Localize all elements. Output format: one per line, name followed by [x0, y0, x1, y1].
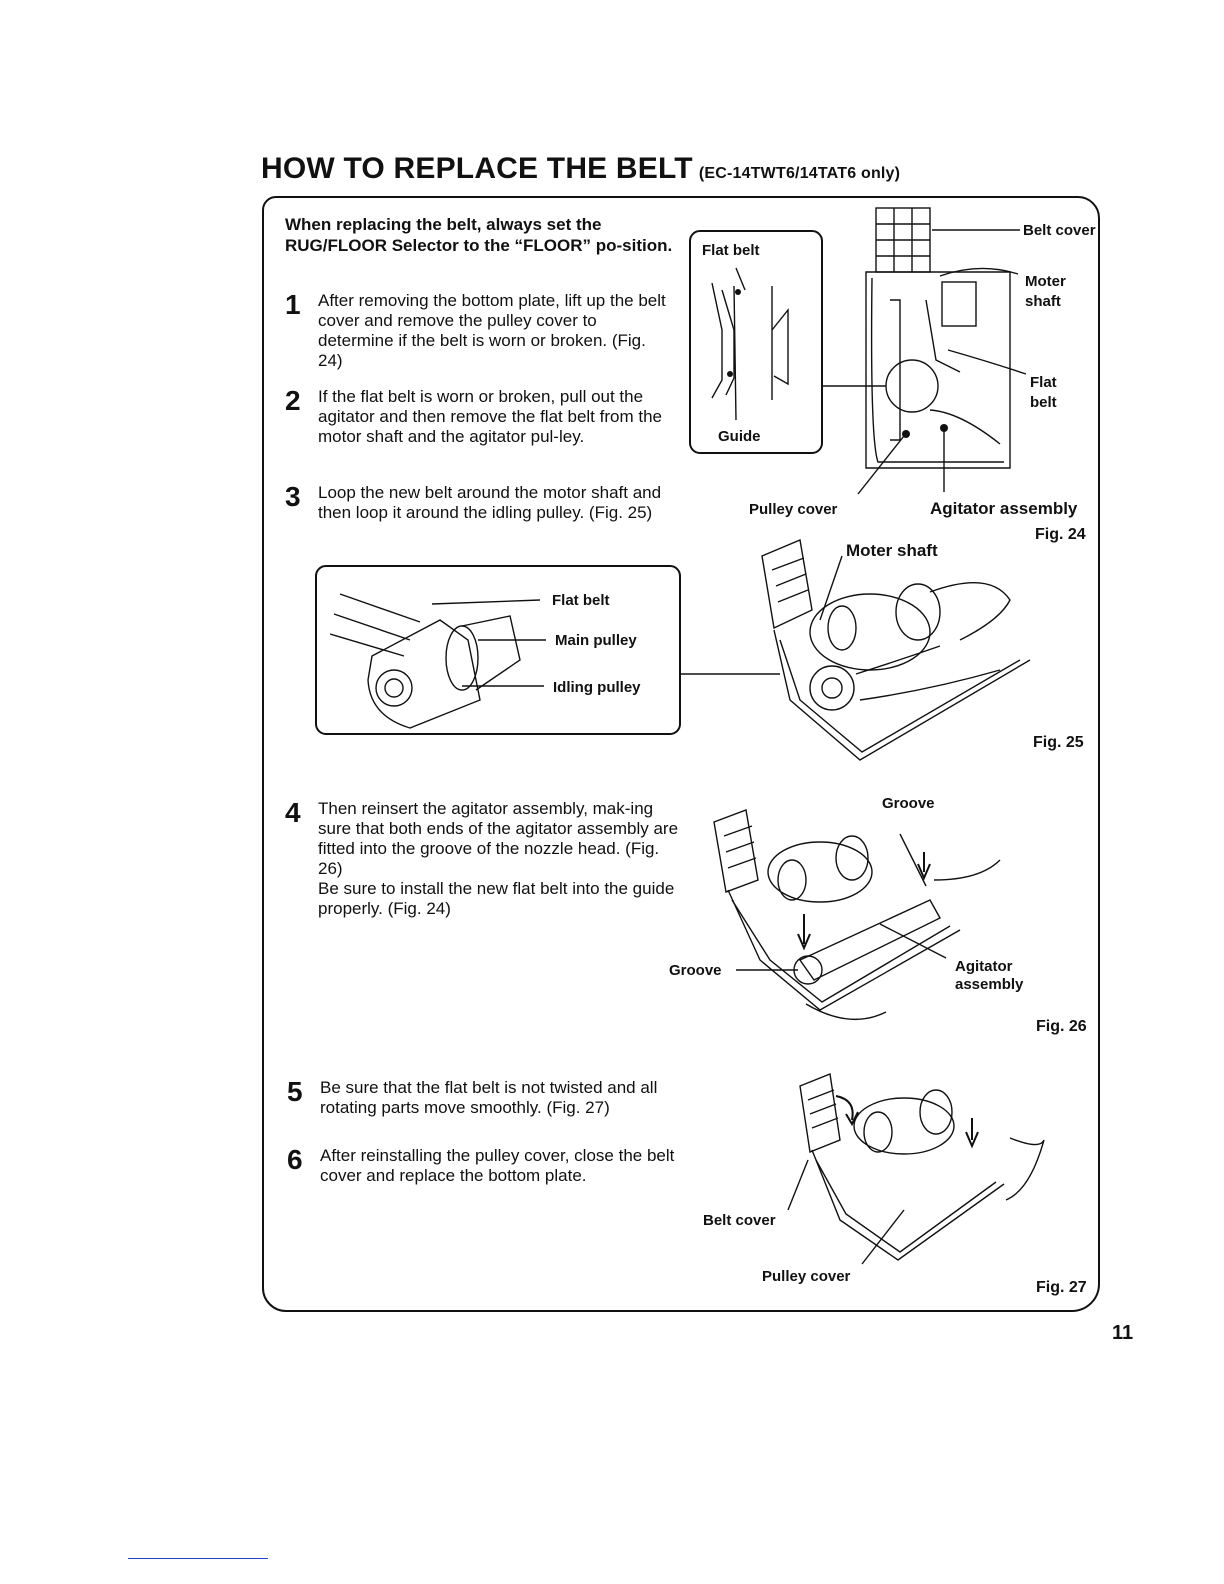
step-number: 3: [285, 481, 301, 512]
fig27-nozzle-drawing: [787, 1073, 1045, 1265]
fig24-caption: Fig. 24: [1035, 526, 1086, 543]
fig24-inset-guide-label: Guide: [718, 428, 761, 445]
fig24-nozzle-drawing: [822, 207, 1027, 495]
fig25-nozzle-drawing: [761, 539, 1031, 761]
fig24-inset-drawing: [689, 230, 823, 454]
fig26-agitator-label: Agitator assembly: [955, 958, 1024, 993]
fig24-belt-cover-label: Belt cover: [1023, 222, 1096, 239]
step-1: 1 After removing the bottom plate, lift …: [285, 291, 675, 381]
step-text: After reinstalling the pulley cover, clo…: [320, 1146, 675, 1185]
step-number: 4: [285, 797, 301, 828]
fig27-pulley-cover-label: Pulley cover: [762, 1268, 851, 1285]
step-text: Then reinsert the agitator assembly, mak…: [318, 799, 679, 918]
fig26-caption: Fig. 26: [1036, 1018, 1087, 1035]
step-number: 1: [285, 289, 301, 320]
step-number: 6: [287, 1144, 303, 1175]
intro-warning: When replacing the belt, always set the …: [285, 215, 673, 255]
step-text: After removing the bottom plate, lift up…: [318, 291, 666, 370]
fig27-caption: Fig. 27: [1036, 1279, 1087, 1296]
step-text: Loop the new belt around the motor shaft…: [318, 483, 662, 522]
step-5: 5 Be sure that the flat belt is not twis…: [287, 1078, 697, 1128]
fig24-agitator-label: Agitator assembly: [930, 499, 1078, 518]
step-6: 6 After reinstalling the pulley cover, c…: [287, 1146, 697, 1196]
page-title: HOW TO REPLACE THE BELT (EC-14TWT6/14TAT6…: [261, 152, 900, 186]
title-model-note: (EC-14TWT6/14TAT6 only): [698, 165, 901, 182]
fig25-inset-drawing: [315, 565, 780, 735]
fig25-flat-belt-label: Flat belt: [552, 592, 610, 609]
fig27-belt-cover-label: Belt cover: [703, 1212, 776, 1229]
step-3: 3 Loop the new belt around the motor sha…: [285, 483, 675, 553]
page-number: 11: [1112, 1322, 1134, 1344]
content-frame: [262, 196, 1100, 1312]
fig24-inset-flat-belt-label: Flat belt: [702, 242, 760, 259]
fig26-groove-top-label: Groove: [882, 795, 935, 812]
step-number: 2: [285, 385, 301, 416]
step-4: 4 Then reinsert the agitator assembly, m…: [285, 799, 685, 929]
footer-rule: [128, 1558, 268, 1559]
fig25-moter-shaft-label: Moter shaft: [846, 541, 938, 560]
fig26-nozzle-drawing: [713, 809, 1001, 1021]
step-2: 2 If the flat belt is worn or broken, pu…: [285, 387, 675, 477]
step-text: If the flat belt is worn or broken, pull…: [318, 387, 662, 446]
fig24-moter-shaft-label: Moter shaft: [1025, 273, 1066, 310]
fig24-pulley-cover-label: Pulley cover: [749, 501, 838, 518]
title-main: HOW TO REPLACE THE BELT: [261, 152, 693, 185]
step-number: 5: [287, 1076, 303, 1107]
fig24-flat-belt-label: Flat belt: [1030, 374, 1057, 411]
step-text: Be sure that the flat belt is not twiste…: [320, 1078, 658, 1117]
fig26-groove-left-label: Groove: [669, 962, 722, 979]
fig25-idling-pulley-label: Idling pulley: [553, 679, 641, 696]
fig25-caption: Fig. 25: [1033, 734, 1084, 751]
fig25-main-pulley-label: Main pulley: [555, 632, 637, 649]
